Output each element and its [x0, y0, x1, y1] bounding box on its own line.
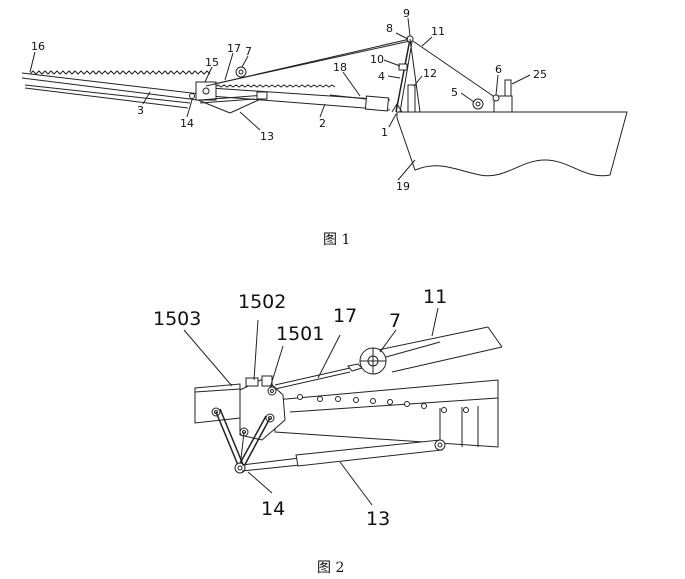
fig2-caption: 图 2 [317, 560, 344, 576]
fig1-label-12: 12 [423, 67, 437, 80]
figure-1: 16 17 7 15 3 14 13 2 18 8 9 11 10 4 12 1… [21, 7, 628, 248]
fig2-label-11: 11 [423, 286, 447, 308]
rope-17-detail [274, 341, 441, 390]
fig1-label-5: 5 [451, 86, 458, 99]
beam-11 [377, 326, 503, 373]
fig1-label-15: 15 [205, 56, 219, 69]
fig1-label-18: 18 [333, 61, 347, 74]
leader-lines-fig1 [29, 17, 531, 181]
boom-body [274, 379, 499, 448]
fig2-label-13: 13 [366, 508, 390, 530]
fig2-label-1503: 1503 [153, 308, 201, 330]
fig1-label-4: 4 [378, 70, 385, 83]
fig1-label-8: 8 [386, 22, 393, 35]
linkage-14 [215, 408, 271, 474]
fig1-label-16: 16 [31, 40, 45, 53]
mast-4 [395, 35, 421, 113]
fig2-label-17: 17 [333, 305, 357, 327]
figure-2: 11 1502 17 7 1503 1501 14 13 图 2 [153, 286, 503, 576]
fig1-label-19: 19 [396, 180, 410, 193]
fig2-label-1501: 1501 [276, 323, 324, 345]
boom-3 [21, 70, 211, 109]
deck-unit-6-25 [492, 79, 513, 113]
winch-7 [235, 66, 247, 78]
leader-lines-fig2 [183, 307, 439, 506]
cylinder-13 [197, 91, 268, 114]
fig1-label-2: 2 [319, 117, 326, 130]
fig1-label-13: 13 [260, 130, 274, 143]
fig1-caption: 图 1 [323, 232, 350, 248]
rope-11 [409, 38, 497, 99]
fig2-label-14: 14 [261, 498, 285, 520]
fig1-label-3: 3 [137, 104, 144, 117]
fig1-label-11: 11 [431, 25, 445, 38]
fig1-label-1: 1 [381, 126, 388, 139]
winch-5 [472, 98, 484, 110]
ship-hull [396, 111, 628, 177]
fig1-label-25: 25 [533, 68, 547, 81]
cylinder-13-detail [241, 439, 446, 472]
boom-2 [209, 84, 391, 112]
fig2-label-1502: 1502 [238, 291, 286, 313]
fig2-label-7: 7 [389, 310, 401, 332]
fig1-label-6: 6 [495, 63, 502, 76]
fig1-label-9: 9 [403, 7, 410, 20]
cylinder-12 [407, 84, 416, 113]
fig1-label-14: 14 [180, 117, 194, 130]
fig1-label-7: 7 [245, 45, 252, 58]
fig1-label-17: 17 [227, 42, 241, 55]
fig1-label-10: 10 [370, 53, 384, 66]
